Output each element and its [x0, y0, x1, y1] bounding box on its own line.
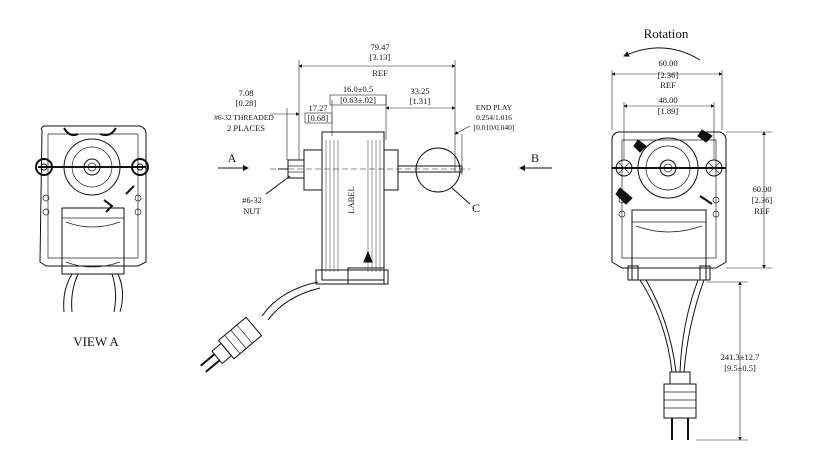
- end-play-line1: END PLAY: [476, 103, 513, 112]
- view-arrow-b-label: B: [531, 151, 539, 165]
- shaft-length-inch: [1.31]: [410, 96, 431, 106]
- stack-width-value: 17.27: [308, 103, 327, 113]
- thread-offset-value: 7.08: [239, 88, 254, 98]
- end-play-line2: 0.254/1.016: [476, 113, 512, 122]
- view-a-screw-left: [35, 158, 53, 176]
- end-width-inch: [2.36]: [658, 70, 679, 80]
- end-width-value: 60.00: [658, 58, 677, 68]
- end-plug: [663, 371, 697, 440]
- view-arrow-a-label: A: [228, 151, 237, 165]
- view-a-coil: [61, 207, 125, 275]
- end-screw-right: [705, 159, 723, 177]
- overall-dim-inch: [3.13]: [370, 52, 391, 62]
- end-height-inch: [2.36]: [752, 195, 773, 205]
- side-plug: [200, 316, 263, 373]
- end-view-drawing: Rotation 60.00 [2.36] REF 48.00 [1.89] 6…: [611, 26, 773, 441]
- side-bracket-left: [303, 149, 323, 191]
- nut-label-line1: #6-32: [242, 195, 262, 205]
- coil-label: LABEL: [346, 186, 356, 213]
- thread-offset-inch: [0.28]: [236, 98, 257, 108]
- detail-circle-c: [415, 147, 461, 193]
- end-coil: [631, 209, 707, 281]
- end-bracket: [611, 131, 727, 269]
- cord-length-inch: [9.5±0.5]: [724, 363, 756, 373]
- view-a-drawing: VIEW A: [35, 125, 149, 349]
- end-width-note: REF: [660, 80, 676, 90]
- rotation-arrow: [623, 47, 701, 61]
- threaded-note-line2: 2 PLACES: [227, 123, 265, 133]
- view-a-label: VIEW A: [73, 334, 119, 349]
- side-bracket-right: [383, 149, 399, 191]
- end-height-value: 60.00: [752, 184, 771, 194]
- bracket-width-inch: [0.63±.02]: [340, 95, 376, 105]
- side-view-drawing: 79.47 [3.13] REF 7.08 [0.28] #6-32 THREA…: [200, 42, 552, 373]
- shaft-length-value: 33.25: [410, 86, 429, 96]
- mount-spacing-value: 48.00: [658, 95, 677, 105]
- overall-dim-value: 79.47: [370, 42, 389, 52]
- end-height-note: REF: [754, 206, 770, 216]
- stack-width-inch: [0.68]: [308, 113, 329, 123]
- overall-dim-note: REF: [372, 68, 388, 78]
- detail-c-label: C: [472, 201, 480, 215]
- view-a-screw-right: [131, 158, 149, 176]
- end-play-line3: [0.010/0.040]: [474, 123, 515, 132]
- nut-label-line2: NUT: [243, 206, 261, 216]
- side-coil: [321, 131, 385, 281]
- threaded-note-line1: #6-32 THREADED: [214, 113, 274, 122]
- end-screw-left: [615, 159, 633, 177]
- mount-spacing-inch: [1.89]: [658, 106, 679, 116]
- bracket-width-value: 16.0±0.5: [343, 84, 373, 94]
- cord-length-value: 241.3±12.7: [721, 352, 760, 362]
- view-a-bracket: [39, 125, 147, 267]
- rotation-label: Rotation: [644, 26, 689, 41]
